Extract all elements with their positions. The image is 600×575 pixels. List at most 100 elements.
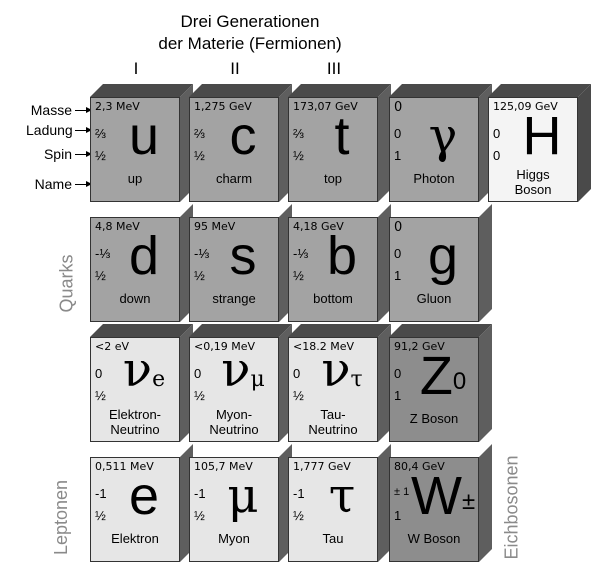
particle-symbol: τ: [328, 468, 356, 524]
particle-name-line-1: Higgs: [516, 167, 550, 182]
particle-down: 4,8 MeV -⅓ ½ d down: [90, 204, 193, 322]
spin-value: ½: [194, 148, 205, 163]
particle-symbol: s: [229, 226, 257, 286]
mass-value: 0: [394, 220, 403, 235]
particle-name: down: [119, 291, 151, 306]
label-mass: Masse: [30, 102, 72, 118]
particle-symbol: W±: [411, 466, 476, 526]
charge-value: -⅓: [293, 246, 309, 261]
label-charge: Ladung: [26, 122, 73, 138]
particle-symbol: b: [326, 226, 358, 286]
spin-value: ½: [293, 508, 304, 523]
generation-1-header: I: [133, 59, 139, 78]
mass-value: <0,19 MeV: [194, 340, 255, 353]
particle-gluon: 0 0 1 g Gluon: [389, 204, 492, 322]
particle-name: Gluon: [416, 291, 452, 306]
particle-name: up: [127, 171, 143, 186]
particle-charm: 1,275 GeV ⅔ ½ c charm: [189, 84, 292, 202]
generation-2-header: II: [230, 59, 240, 78]
label-name: Name: [34, 176, 72, 192]
particle-name: Myon-Neutrino: [189, 407, 279, 437]
mass-value: 4,8 MeV: [95, 220, 140, 233]
particle-photon: 0 0 1 γ Photon: [389, 84, 492, 202]
particle-name: Myon: [218, 531, 250, 546]
spin-value: 1: [394, 268, 402, 283]
particle-w-boson: 80,4 GeV ± 1 1 W± W Boson: [389, 444, 492, 562]
particle-bottom: 4,18 GeV -⅓ ½ b bottom: [288, 204, 391, 322]
particle-name: Elektron: [111, 531, 159, 546]
particle-symbol: e: [128, 466, 160, 526]
charge-value: ⅔: [293, 126, 304, 141]
particle-muon-neutrino: <0,19 MeV 0 ½ νμ Myon-Neutrino: [189, 324, 292, 442]
spin-value: ½: [293, 388, 304, 403]
particle-name: Z Boson: [409, 411, 459, 426]
particle-symbol: γ: [428, 108, 458, 164]
mass-value: 95 MeV: [194, 220, 236, 233]
title-line-1: Drei Generationen: [180, 12, 320, 31]
spin-value: ½: [95, 388, 106, 403]
particle-strange: 95 MeV -⅓ ½ s strange: [189, 204, 292, 322]
spin-value: 1: [394, 508, 402, 523]
particle-electron: 0,511 MeV -1 ½ e Elektron: [90, 444, 193, 562]
title-line-2: der Materie (Fermionen): [158, 34, 342, 53]
mass-value: 2,3 MeV: [95, 100, 140, 113]
particle-muon: 105,7 MeV -1 ½ μ Myon: [189, 444, 292, 562]
particle-name-line-2: Boson: [514, 182, 552, 197]
charge-value: 0: [493, 126, 501, 141]
mass-value: 173,07 GeV: [293, 100, 358, 113]
particle-symbol: H: [522, 106, 562, 166]
spin-value: ½: [95, 268, 106, 283]
particle-name: Tau: [322, 531, 344, 546]
spin-value: ½: [293, 268, 304, 283]
particle-symbol: νμ: [221, 342, 265, 398]
mass-value: 0,511 MeV: [95, 460, 154, 473]
particle-name-line-2: Neutrino: [308, 422, 358, 437]
particle-symbol: Z0: [419, 346, 467, 406]
particle-name-line-2: Neutrino: [110, 422, 160, 437]
particle-name-line-1: Tau-: [320, 407, 346, 422]
spin-value: 0: [493, 148, 501, 163]
generation-3-header: III: [326, 59, 342, 78]
spin-value: ½: [194, 508, 205, 523]
spin-value: ½: [293, 148, 304, 163]
charge-value: ⅔: [95, 126, 106, 141]
particle-name-line-1: Elektron-: [108, 407, 162, 422]
mass-value: 80,4 GeV: [394, 460, 445, 473]
particle-name: strange: [212, 291, 256, 306]
charge-value: -1: [95, 486, 107, 501]
charge-value: 0: [95, 366, 103, 381]
particle-top: 173,07 GeV ⅔ ½ t top: [288, 84, 391, 202]
spin-value: ½: [95, 508, 106, 523]
spin-value: ½: [194, 388, 205, 403]
particle-symbol: u: [128, 106, 160, 166]
particle-name: W Boson: [407, 531, 461, 546]
mass-value: 1,777 GeV: [293, 460, 351, 473]
group-label-gauge-bosons: Eichbosonen: [501, 455, 522, 560]
charge-value: 0: [293, 366, 301, 381]
group-label-quarks: Quarks: [56, 254, 77, 313]
mass-value: 91,2 GeV: [394, 340, 445, 353]
particle-symbol: νe: [122, 342, 166, 398]
spin-value: ½: [194, 268, 205, 283]
mass-value: 4,18 GeV: [293, 220, 344, 233]
particle-symbol: ντ: [321, 342, 363, 398]
particle-symbol: μ: [227, 468, 259, 524]
charge-value: ± 1: [394, 486, 410, 498]
particle-name: charm: [215, 171, 253, 186]
particle-name-line-1: Myon-: [215, 407, 253, 422]
particle-name-line-2: Neutrino: [209, 422, 259, 437]
particle-up: 2,3 MeV ⅔ ½ u up: [90, 84, 193, 202]
particle-symbol: t: [334, 106, 350, 166]
charge-value: 0: [394, 246, 402, 261]
particle-name: top: [323, 171, 343, 186]
arrow-mass: [75, 107, 92, 113]
spin-value: ½: [95, 148, 106, 163]
particle-symbol: g: [427, 226, 459, 286]
charge-value: -⅓: [194, 246, 210, 261]
arrow-name: [75, 181, 92, 187]
particle-name: bottom: [313, 291, 353, 306]
charge-value: -1: [293, 486, 305, 501]
particle-symbol: d: [128, 226, 160, 286]
